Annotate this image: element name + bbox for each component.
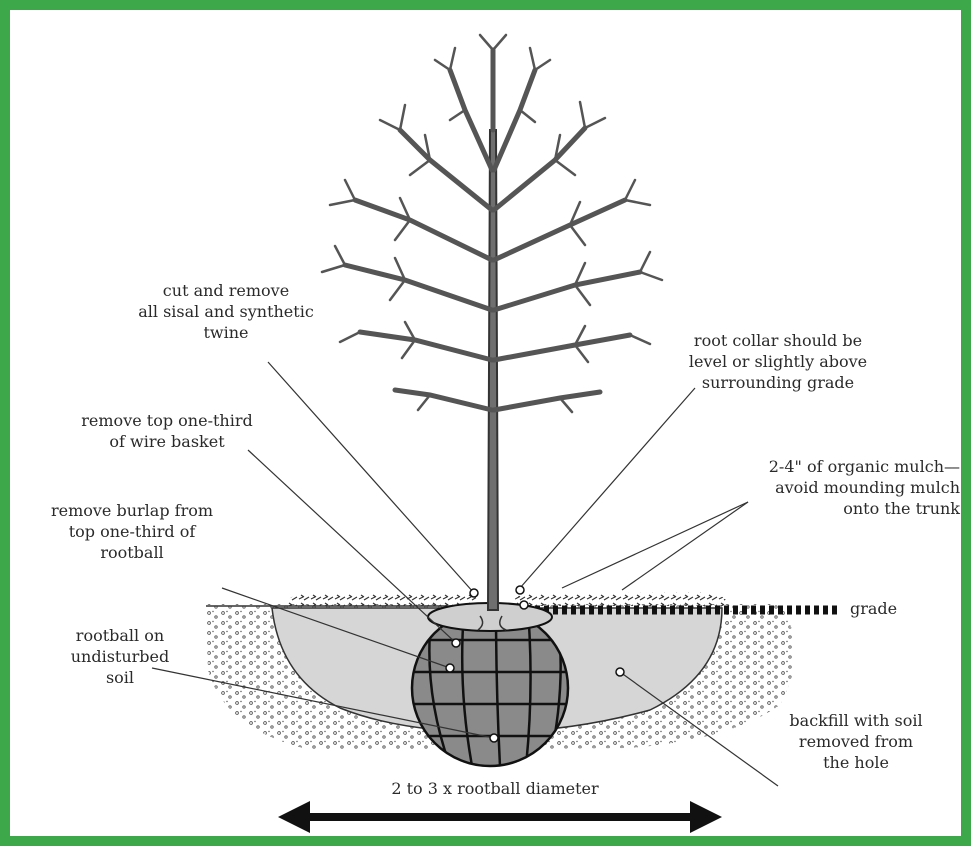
label-burlap: remove burlap from top one-third of root… (32, 500, 232, 563)
label-twine: cut and remove all sisal and synthetic t… (106, 280, 346, 343)
label-grade: grade (850, 598, 930, 619)
double-arrow-icon (278, 801, 722, 833)
label-rootball-soil: rootball on undisturbed soil (50, 625, 190, 688)
tree-icon (322, 35, 662, 610)
label-backfill: backfill with soil removed from the hole (766, 710, 946, 773)
label-diameter: 2 to 3 x rootball diameter (365, 778, 625, 799)
label-wire-basket: remove top one-third of wire basket (62, 410, 272, 452)
label-mulch: 2-4" of organic mulch— avoid mounding mu… (660, 456, 960, 519)
label-root-collar: root collar should be level or slightly … (658, 330, 898, 393)
